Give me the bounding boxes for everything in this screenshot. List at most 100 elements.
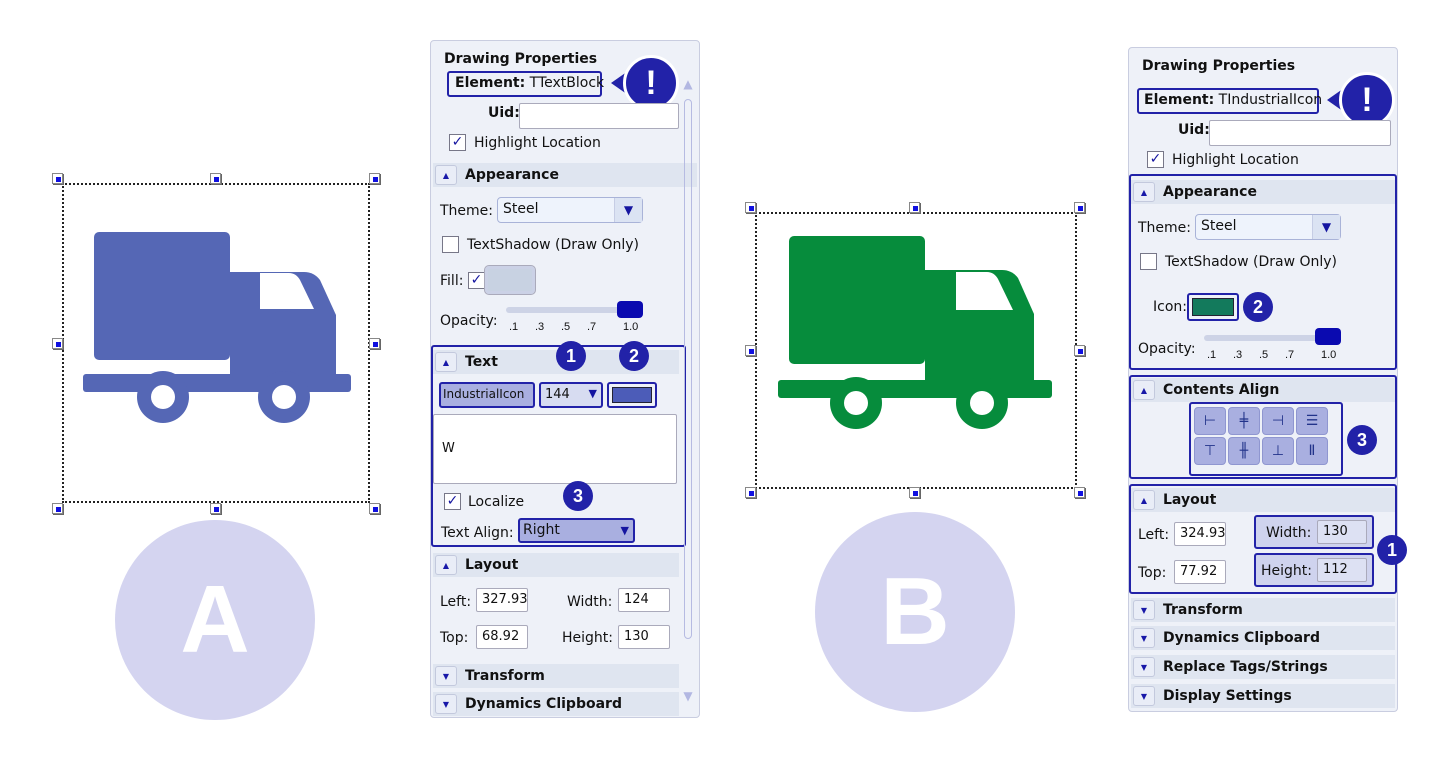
- height-input[interactable]: 112: [1317, 558, 1367, 582]
- width-input[interactable]: 130: [1317, 520, 1367, 544]
- highlight-location-checkbox[interactable]: ✓: [449, 134, 466, 151]
- resize-handle[interactable]: [745, 487, 756, 498]
- collapse-icon[interactable]: ▲: [1133, 490, 1155, 510]
- resize-handle[interactable]: [1074, 345, 1085, 356]
- text-align-label: Text Align:: [441, 525, 514, 541]
- resize-handle[interactable]: [369, 173, 380, 184]
- localize-label: Localize: [468, 494, 525, 510]
- scroll-down-icon[interactable]: ▼: [683, 689, 693, 703]
- top-input[interactable]: 77.92: [1174, 560, 1226, 584]
- resize-handle[interactable]: [52, 173, 63, 184]
- collapse-icon[interactable]: ▲: [435, 352, 457, 372]
- theme-value: Steel: [503, 201, 539, 217]
- align-stretch-vertical-icon[interactable]: Ⅱ: [1296, 437, 1328, 465]
- section-dynamics-clipboard[interactable]: ▼ Dynamics Clipboard: [433, 692, 679, 716]
- text-color-swatch[interactable]: [607, 382, 657, 408]
- textshadow-checkbox[interactable]: [442, 236, 459, 253]
- resize-handle[interactable]: [210, 503, 221, 514]
- resize-handle[interactable]: [210, 173, 221, 184]
- scroll-up-icon[interactable]: ▲: [683, 77, 693, 91]
- align-right-icon[interactable]: ⊣: [1262, 407, 1294, 435]
- resize-handle[interactable]: [745, 345, 756, 356]
- resize-handle[interactable]: [1074, 487, 1085, 498]
- resize-handle[interactable]: [369, 503, 380, 514]
- align-left-icon[interactable]: ⊢: [1194, 407, 1226, 435]
- fill-label: Fill:: [440, 273, 464, 289]
- canvas-a-selection[interactable]: [62, 183, 370, 503]
- tick: 1.0: [1321, 349, 1337, 361]
- width-label: Width:: [1266, 525, 1312, 541]
- top-label: Top:: [1138, 565, 1167, 581]
- textshadow-checkbox[interactable]: [1140, 253, 1157, 270]
- highlight-location-checkbox[interactable]: ✓: [1147, 151, 1164, 168]
- section-label: Dynamics Clipboard: [465, 696, 622, 712]
- expand-icon[interactable]: ▼: [1133, 657, 1155, 677]
- uid-input[interactable]: [519, 103, 679, 129]
- uid-input[interactable]: [1209, 120, 1391, 146]
- align-center-vertical-icon[interactable]: ╫: [1228, 437, 1260, 465]
- left-input[interactable]: 327.93: [476, 588, 528, 612]
- align-bottom-icon[interactable]: ⊥: [1262, 437, 1294, 465]
- resize-handle[interactable]: [909, 487, 920, 498]
- width-input[interactable]: 124: [618, 588, 670, 612]
- theme-label: Theme:: [1138, 220, 1192, 236]
- section-transform[interactable]: ▼Transform: [433, 664, 679, 688]
- collapse-icon[interactable]: ▲: [435, 165, 457, 185]
- section-transform[interactable]: ▼Transform: [1131, 598, 1395, 622]
- font-size-select[interactable]: 144▼: [539, 382, 603, 408]
- tick: .7: [587, 321, 597, 333]
- expand-icon[interactable]: ▼: [435, 666, 457, 686]
- align-stretch-horizontal-icon[interactable]: ☰: [1296, 407, 1328, 435]
- resize-handle[interactable]: [745, 202, 756, 213]
- top-input[interactable]: 68.92: [476, 625, 528, 649]
- section-layout[interactable]: ▲Layout: [1131, 488, 1395, 512]
- tick: .1: [1207, 349, 1217, 361]
- section-dynamics-clipboard[interactable]: ▼Dynamics Clipboard: [1131, 626, 1395, 650]
- collapse-icon[interactable]: ▲: [1133, 182, 1155, 202]
- resize-handle[interactable]: [1074, 202, 1085, 213]
- fill-checkbox[interactable]: ✓: [468, 272, 485, 289]
- scrollbar-thumb[interactable]: [684, 99, 692, 639]
- expand-icon[interactable]: ▼: [1133, 628, 1155, 648]
- scrollbar[interactable]: ▲ ▼: [681, 77, 695, 713]
- opacity-slider[interactable]: [506, 307, 641, 313]
- icon-color-swatch[interactable]: [1187, 293, 1239, 321]
- resize-handle[interactable]: [52, 503, 63, 514]
- resize-handle[interactable]: [909, 202, 920, 213]
- collapse-icon[interactable]: ▲: [435, 555, 457, 575]
- height-input[interactable]: 130: [618, 625, 670, 649]
- theme-value: Steel: [1201, 218, 1237, 234]
- theme-select[interactable]: Steel▼: [497, 197, 643, 223]
- section-label: Display Settings: [1163, 688, 1292, 704]
- canvas-b-selection[interactable]: [755, 212, 1077, 489]
- collapse-icon[interactable]: ▲: [1133, 380, 1155, 400]
- section-appearance[interactable]: ▲Appearance: [433, 163, 697, 187]
- text-content-input[interactable]: W: [433, 414, 677, 484]
- expand-icon[interactable]: ▼: [1133, 686, 1155, 706]
- opacity-slider[interactable]: [1204, 335, 1339, 341]
- font-value: IndustrialIcon: [443, 387, 525, 401]
- opacity-slider-thumb[interactable]: [1315, 328, 1341, 345]
- section-replace-tags[interactable]: ▼Replace Tags/Strings: [1131, 655, 1395, 679]
- text-align-select[interactable]: Right▼: [518, 518, 635, 543]
- uid-label: Uid:: [1178, 122, 1210, 138]
- align-center-horizontal-icon[interactable]: ╪: [1228, 407, 1260, 435]
- font-family-select[interactable]: IndustrialIcon: [439, 382, 535, 408]
- align-top-icon[interactable]: ⊤: [1194, 437, 1226, 465]
- opacity-slider-thumb[interactable]: [617, 301, 643, 318]
- badge-3: 3: [563, 481, 593, 511]
- section-layout[interactable]: ▲Layout: [433, 553, 679, 577]
- section-appearance[interactable]: ▲Appearance: [1131, 180, 1395, 204]
- section-display-settings[interactable]: ▼ Display Settings: [1131, 684, 1395, 708]
- expand-icon[interactable]: ▼: [435, 694, 457, 714]
- expand-icon[interactable]: ▼: [1133, 600, 1155, 620]
- theme-select[interactable]: Steel▼: [1195, 214, 1341, 240]
- localize-checkbox[interactable]: ✓: [444, 493, 461, 510]
- resize-handle[interactable]: [369, 338, 380, 349]
- appearance-section-highlight: [1129, 174, 1397, 370]
- fill-color-swatch[interactable]: [484, 265, 536, 295]
- left-input[interactable]: 324.93: [1174, 522, 1226, 546]
- section-contents-align[interactable]: ▲Contents Align: [1131, 378, 1395, 402]
- resize-handle[interactable]: [52, 338, 63, 349]
